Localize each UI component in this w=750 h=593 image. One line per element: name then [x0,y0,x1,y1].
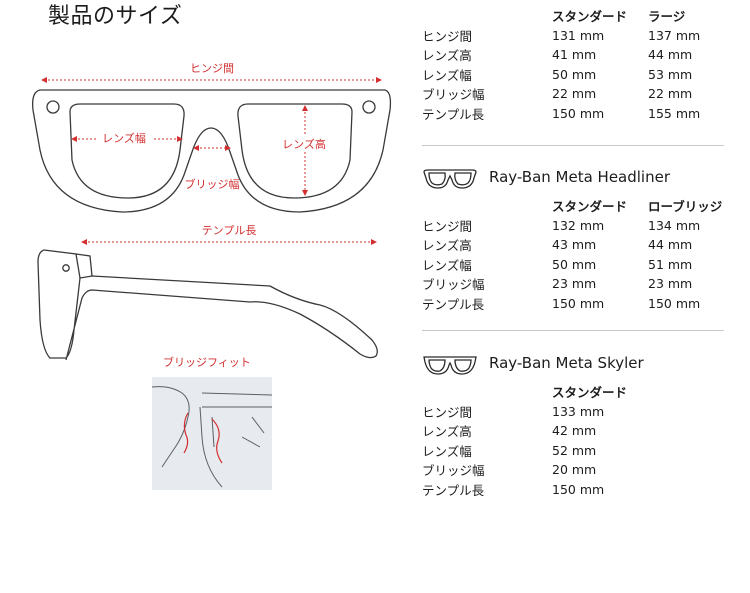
table-row: テンプル長 150 mm 155 mm [422,105,701,122]
spec-table: スタンダード ヒンジ間 133 mm レンズ高 42 mm レンズ幅 52 mm… [422,382,648,499]
column-header: スタンダード [552,9,628,25]
product-name: Ray-Ban Meta Skyler [489,354,644,372]
bridge-fit-image [152,377,272,490]
lens-width-label: レンズ幅 [102,131,146,145]
column-header: スタンダード [552,199,628,215]
table-row: テンプル長 150 mm 150 mm [422,295,701,312]
table-row: レンズ幅 50 mm 51 mm [422,256,693,273]
column-header: ラージ [648,9,686,25]
column-header: ローブリッジ [648,199,723,215]
table-row: ブリッジ幅 22 mm 22 mm [422,86,693,103]
spec-header-row: スタンダード ラージ [422,6,700,26]
bridge-width-label: ブリッジ幅 [185,177,240,191]
spec-table: スタンダード ローブリッジ ヒンジ間 132 mm 134 mm レンズ高 43… [422,196,722,313]
front-frame [32,89,392,213]
hinge-width-label: ヒンジ間 [190,62,234,75]
table-row: レンズ高 42 mm [422,423,597,440]
table-row: テンプル長 150 mm [422,481,605,498]
spec-block-rayban-meta: スタンダード ラージ ヒンジ間 131 mm 137 mm レンズ高 41 mm… [422,6,732,123]
column-header: スタンダード [552,385,628,401]
table-row: ヒンジ間 132 mm 134 mm [422,217,701,234]
table-row: ヒンジ間 133 mm [422,403,605,420]
spec-table: スタンダード ラージ ヒンジ間 131 mm 137 mm レンズ高 41 mm… [422,6,700,123]
glasses-dimension-diagram: ヒンジ間 レンズ幅 レンズ高 ブリッジ幅 テンプル長 [32,62,392,361]
spec-block-headliner: Ray-Ban Meta Headliner スタンダード ローブリッジ ヒンジ… [422,160,732,313]
temple-length-label: テンプル長 [202,224,257,237]
spec-header-row: スタンダード ローブリッジ [422,196,722,216]
table-row: ブリッジ幅 20 mm [422,462,597,479]
table-row: レンズ高 43 mm 44 mm [422,237,693,254]
lens-height-label: レンズ高 [282,137,326,151]
table-row: レンズ幅 52 mm [422,442,597,459]
page-title: 製品のサイズ [48,4,183,29]
table-row: ブリッジ幅 23 mm 23 mm [422,276,693,293]
bridge-fit-label: ブリッジフィット [163,356,251,369]
glasses-icon [423,356,477,375]
section-divider [422,330,724,331]
table-row: レンズ高 41 mm 44 mm [422,47,693,64]
product-name: Ray-Ban Meta Headliner [489,168,671,186]
table-row: ヒンジ間 131 mm 137 mm [422,27,701,44]
table-row: レンズ幅 50 mm 53 mm [422,66,693,83]
section-divider [422,145,724,146]
side-frame [37,249,378,361]
spec-header-row: スタンダード [422,382,648,402]
glasses-icon [423,169,477,189]
spec-block-skyler: Ray-Ban Meta Skyler スタンダード ヒンジ間 133 mm レ… [422,346,732,499]
